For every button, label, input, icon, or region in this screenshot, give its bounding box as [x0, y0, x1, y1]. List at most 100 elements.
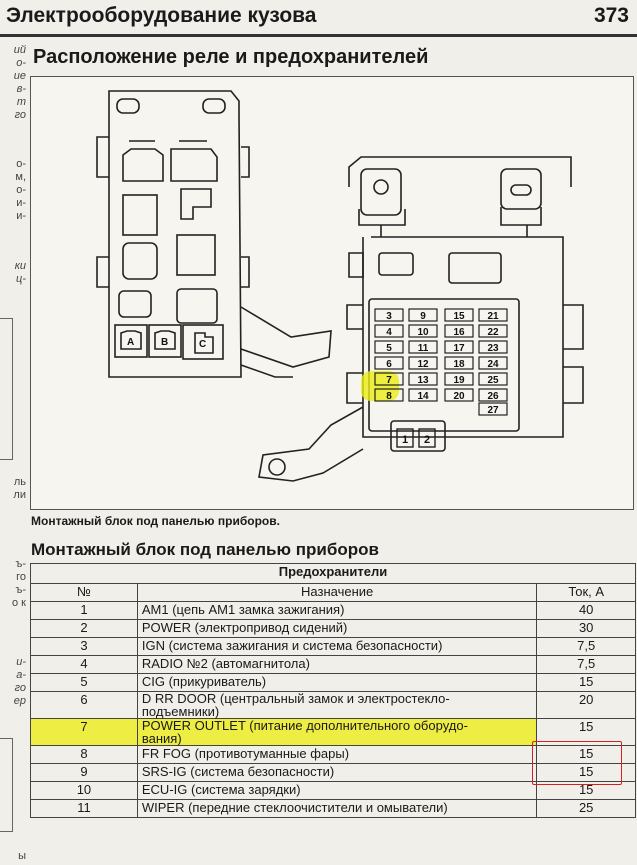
fuse-description-cell: D RR DOOR (центральный замок и электрост…: [136, 691, 538, 719]
fuse-slot-label: 8: [386, 391, 392, 402]
fuse-description-cell: CIG (прикуриватель): [136, 673, 538, 692]
fuse-slot: [408, 356, 438, 370]
fuse-slot-label: 10: [417, 327, 429, 338]
fuse-number-cell: 9: [30, 763, 138, 782]
fuse-slot: [478, 372, 508, 386]
fuse-number-cell: 4: [30, 655, 138, 674]
fuse-number-cell: 1: [30, 601, 138, 620]
fuse-slot-label: 12: [417, 359, 429, 370]
fuse-current-cell: 30: [536, 619, 636, 638]
col-header-desc: Назначение: [136, 583, 538, 602]
fuse-number-cell: 6: [30, 691, 138, 719]
fuse-slot: [444, 308, 474, 322]
fuse-slot: [408, 372, 438, 386]
fuse-number-cell: 5: [30, 673, 138, 692]
fuse-number-cell: 7: [30, 718, 138, 746]
fuse-slot-label: 13: [417, 375, 429, 386]
fuse-slot: [374, 308, 404, 322]
header-title: Электрооборудование кузова: [6, 4, 317, 27]
col-header-num: №: [30, 583, 138, 602]
fuse-slot-label: 27: [487, 405, 499, 416]
fuse-current-cell: 15: [536, 673, 636, 692]
fuse-slot: [444, 356, 474, 370]
fuse-slot: [478, 308, 508, 322]
fuse-slot-label: 7: [386, 375, 392, 386]
fuse-slot: [408, 388, 438, 402]
fuse-slot-label: 18: [453, 359, 465, 370]
fuse-slot: [374, 388, 404, 402]
fuse-slot: [408, 308, 438, 322]
bottom-relay-label-2: 2: [424, 434, 430, 446]
fuse-slot-label: 26: [487, 391, 499, 402]
bottom-relay-1: [396, 428, 414, 448]
margin-fragment-1: ий о- ие в- т го: [13, 44, 26, 121]
fuse-description-cell: POWER OUTLET (питание дополнительного об…: [136, 718, 538, 746]
fuse-slot-label: 6: [386, 359, 392, 370]
fuse-current-cell: 40: [536, 601, 636, 620]
fuse-slot: [478, 324, 508, 338]
header-rule: [0, 34, 637, 37]
fuse-slot: [374, 324, 404, 338]
fuse-slot: [444, 340, 474, 354]
fuse-description-cell: SRS-IG (система безопасности): [136, 763, 538, 782]
fuse-slot: [374, 372, 404, 386]
margin-box-fragment-2: [0, 738, 13, 832]
fuse-slot: [374, 356, 404, 370]
fuse-slot-label: 17: [453, 343, 465, 354]
section-title: Расположение реле и предохранителей: [33, 46, 429, 68]
fuse-7-highlight: [361, 371, 399, 401]
fuse-slot: [444, 388, 474, 402]
fuse-current-cell: 25: [536, 799, 636, 818]
fuse-slot: [478, 388, 508, 402]
figure-caption: Монтажный блок под панелью приборов.: [31, 514, 280, 528]
fuse-slot-label: 5: [386, 343, 392, 354]
margin-fragment-7: ы: [18, 850, 26, 862]
bottom-relay-label-1: 1: [402, 434, 408, 446]
fuse-number-cell: 11: [30, 799, 138, 818]
fuse-slot: [478, 402, 508, 416]
fuse-slot-label: 25: [487, 375, 499, 386]
fuse-description-cell: RADIO №2 (автомагнитола): [136, 655, 538, 674]
margin-fragment-6: и- а- го ер: [13, 656, 26, 707]
fuse-slot: [478, 356, 508, 370]
fuse-current-cell: 7,5: [536, 637, 636, 656]
fuse-slot-label: 19: [453, 375, 465, 386]
relay-label-b: B: [161, 337, 168, 348]
bottom-relay-2: [418, 428, 436, 448]
fuse-slot-label: 11: [418, 343, 429, 354]
fuse-number-cell: 8: [30, 745, 138, 764]
relay-label-a: A: [127, 337, 134, 348]
fuse-description-cell: FR FOG (противотуманные фары): [136, 745, 538, 764]
fuse-slot-label: 3: [386, 311, 392, 322]
fuse-slot: [444, 372, 474, 386]
margin-fragment-5: ъ- го ъ- о к: [12, 558, 26, 609]
fuse-number-cell: 2: [30, 619, 138, 638]
fuse-slot-label: 21: [487, 311, 499, 322]
table-caption: Предохранители: [30, 563, 636, 584]
fuse-slot: [374, 340, 404, 354]
fuse-slot: [408, 340, 438, 354]
fuse-slot-label: 22: [487, 327, 499, 338]
fuse-box-drawing: A B C 3456789101112131415161718192021222…: [96, 90, 584, 482]
annotation-red-box: [532, 741, 622, 785]
fuse-slot-label: 16: [453, 327, 465, 338]
fuse-slot: [444, 324, 474, 338]
page-number: 373: [593, 4, 629, 27]
table-title: Монтажный блок под панелью приборов: [31, 540, 379, 559]
margin-fragment-4: ль ли: [13, 476, 26, 501]
page-header: Электрооборудование кузова 373: [0, 4, 637, 37]
fuse-current-cell: 7,5: [536, 655, 636, 674]
